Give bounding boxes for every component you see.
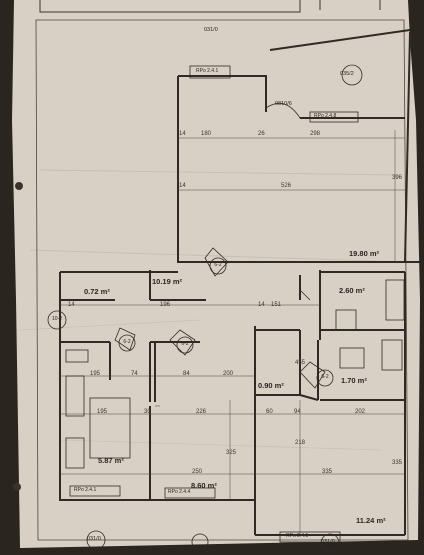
area-room-right: 11.24 m² <box>356 516 386 525</box>
radiator-bottom-right: RPo 2.4.1 <box>286 533 309 539</box>
dim-14b: 14 <box>179 183 186 189</box>
unit-label-4: 6-2 <box>321 374 329 380</box>
dim-200: 200 <box>223 371 234 377</box>
dim-325: 325 <box>226 450 237 456</box>
dim-396: 396 <box>392 175 403 181</box>
area-store: 0.90 m² <box>258 381 284 390</box>
area-bath: 2.60 m² <box>339 286 365 295</box>
area-wc: 1.70 m² <box>341 376 367 385</box>
dim-250: 250 <box>192 469 203 475</box>
top-code: 031/0 <box>204 27 218 33</box>
dim-298: 298 <box>310 131 321 137</box>
unit-label-3: 6-2 <box>181 341 189 347</box>
dim-84: 84 <box>183 371 190 377</box>
radiator-bottom-mid: RPo 2.4.4 <box>168 489 191 495</box>
area-room-mid: 8.60 m² <box>191 481 217 490</box>
dim-195b: 195 <box>97 409 108 415</box>
kitchen-fixtures <box>65 65 405 543</box>
area-kitchen: 5.87 m² <box>98 456 124 465</box>
tag-circles <box>47 64 363 553</box>
door-swings <box>114 102 326 389</box>
unit-label-2: 6-2 <box>123 339 131 345</box>
dimension-lines <box>60 130 405 535</box>
dim-226: 226 <box>196 409 207 415</box>
dim-455: 455 <box>295 360 306 366</box>
dim-202: 202 <box>355 409 366 415</box>
dim-60: 60 <box>266 409 273 415</box>
dim-335b: 335 <box>392 460 403 466</box>
radiator-top-right: RPo 2.4.8 <box>314 113 337 119</box>
dim-196: 196 <box>160 302 171 308</box>
dim-94: 94 <box>294 409 301 415</box>
bottom-code-left: 031/0 <box>87 536 101 542</box>
binder-hole <box>13 483 21 491</box>
radiator-top-left: RPo 2.4.1 <box>196 68 219 74</box>
dim-74: 74 <box>131 371 138 377</box>
dim-195a: 195 <box>90 371 101 377</box>
dim-151: 151 <box>271 302 282 308</box>
area-room-top: 19.80 m² <box>349 249 380 258</box>
dim-14c: 14 <box>68 302 75 308</box>
right-code: 035/2 <box>340 71 354 77</box>
unit-label-0: 10-2 <box>51 316 62 322</box>
area-hall: 10.19 m² <box>152 277 183 286</box>
corridor-code: 0810/6 <box>275 101 292 107</box>
binder-hole <box>15 182 23 190</box>
dim-335: 335 <box>322 469 333 475</box>
dim-14a: 14 <box>179 131 186 137</box>
area-closet: 0.72 m² <box>84 287 110 296</box>
dim-30: 30 <box>144 409 151 415</box>
dim-526: 526 <box>281 183 292 189</box>
unit-label-1: 6-2 <box>214 262 222 268</box>
dim-26: 26 <box>258 131 265 137</box>
dim-14d: 14 <box>258 302 265 308</box>
radiator-bottom-left: RPo 2.4.1 <box>74 487 97 493</box>
dim-180: 180 <box>201 131 212 137</box>
bottom-code-right: 031/0 <box>321 539 335 545</box>
dim-218: 218 <box>295 440 306 446</box>
